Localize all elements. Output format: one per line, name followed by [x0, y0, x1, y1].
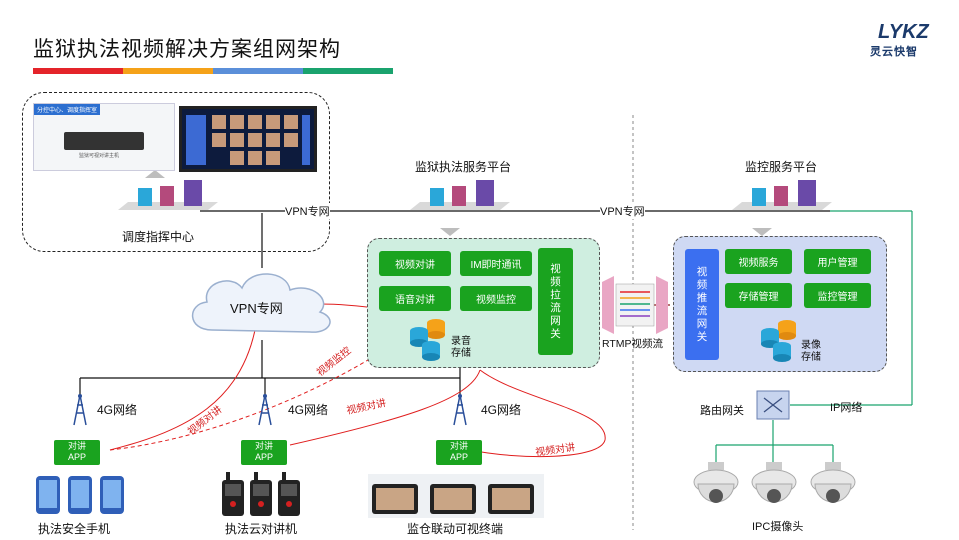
title-bar-green	[303, 68, 393, 74]
company-logo: LYKZ	[878, 21, 930, 43]
monitor-manage-button[interactable]: 监控管理	[804, 283, 871, 308]
rtmp-gateway-icon	[602, 276, 668, 334]
im-messaging-button[interactable]: IM即时通讯	[460, 251, 532, 276]
storage-manage-button[interactable]: 存储管理	[725, 283, 792, 308]
intercom-app-button[interactable]: 对讲 APP	[54, 440, 100, 465]
terminal-label: 执法安全手机	[38, 522, 111, 536]
command-center-label: 调度指挥中心	[122, 230, 195, 244]
console-image: 分控中心、调度指挥室 监狱可视对讲主机	[33, 103, 175, 171]
title-bar-orange	[123, 68, 213, 74]
net-4g-label: 4G网络	[288, 403, 329, 417]
logo-mark: LYKZ	[878, 21, 930, 43]
title-bar-blue	[213, 68, 303, 74]
walkie-talkies-image	[222, 472, 300, 516]
page-title: 监狱执法视频解决方案组网架构	[33, 38, 341, 61]
net-4g-label: 4G网络	[97, 403, 138, 417]
user-manage-button[interactable]: 用户管理	[804, 249, 871, 274]
tower-icon	[258, 394, 272, 426]
vpn-cloud-label: VPN专网	[230, 301, 283, 316]
video-service-button[interactable]: 视频服务	[725, 249, 792, 274]
vpn-link-label-2: VPN专网	[600, 203, 645, 219]
terminal-label: 执法云对讲机	[225, 522, 298, 536]
ipc-cameras-icon	[693, 462, 856, 503]
tower-icon	[73, 394, 87, 426]
video-storage-label: 录像存储	[801, 340, 821, 363]
prison-platform-label: 监狱执法服务平台	[415, 160, 512, 174]
console-caption: 监狱可视对讲主机	[79, 153, 120, 159]
tower-icon	[453, 394, 467, 426]
title-bar-red	[33, 68, 123, 74]
command-servers-icon	[118, 180, 218, 210]
voice-intercom-button[interactable]: 语音对讲	[379, 286, 451, 311]
vpn-cloud-icon	[191, 273, 331, 333]
recording-storage-label: 录音存储	[451, 336, 471, 359]
video-wall-image	[179, 106, 317, 172]
video-monitor-button[interactable]: 视频监控	[460, 286, 532, 311]
camera-label: IPC摄像头	[752, 521, 804, 533]
net-4g-label: 4G网络	[481, 403, 522, 417]
vpn-link-label-1: VPN专网	[285, 203, 330, 219]
terminal-label: 监仓联动可视终端	[407, 522, 504, 536]
push-stream-gateway[interactable]: 视频推流网关	[685, 249, 719, 360]
safety-phones-image	[36, 476, 124, 514]
screen-caption: 分控中心、调度指挥室	[34, 104, 100, 115]
router-label: 路由网关	[700, 405, 744, 417]
recording-storage-icon	[410, 319, 445, 361]
pull-stream-gateway[interactable]: 视频拉流网关	[538, 248, 573, 355]
prison-servers-icon	[410, 180, 510, 210]
logo-text: 灵云快智	[870, 46, 918, 58]
monitor-platform-label: 监控服务平台	[745, 160, 818, 174]
router-icon	[756, 390, 790, 420]
command-center-box	[22, 92, 330, 252]
rtmp-label: RTMP视频流	[602, 338, 664, 350]
ip-network-label: IP网络	[830, 402, 863, 414]
video-terminals-image	[368, 474, 544, 518]
video-storage-icon	[761, 320, 796, 362]
monitor-servers-icon	[732, 180, 832, 210]
intercom-app-button[interactable]: 对讲 APP	[241, 440, 287, 465]
intercom-app-button[interactable]: 对讲 APP	[436, 440, 482, 465]
video-intercom-button[interactable]: 视频对讲	[379, 251, 451, 276]
